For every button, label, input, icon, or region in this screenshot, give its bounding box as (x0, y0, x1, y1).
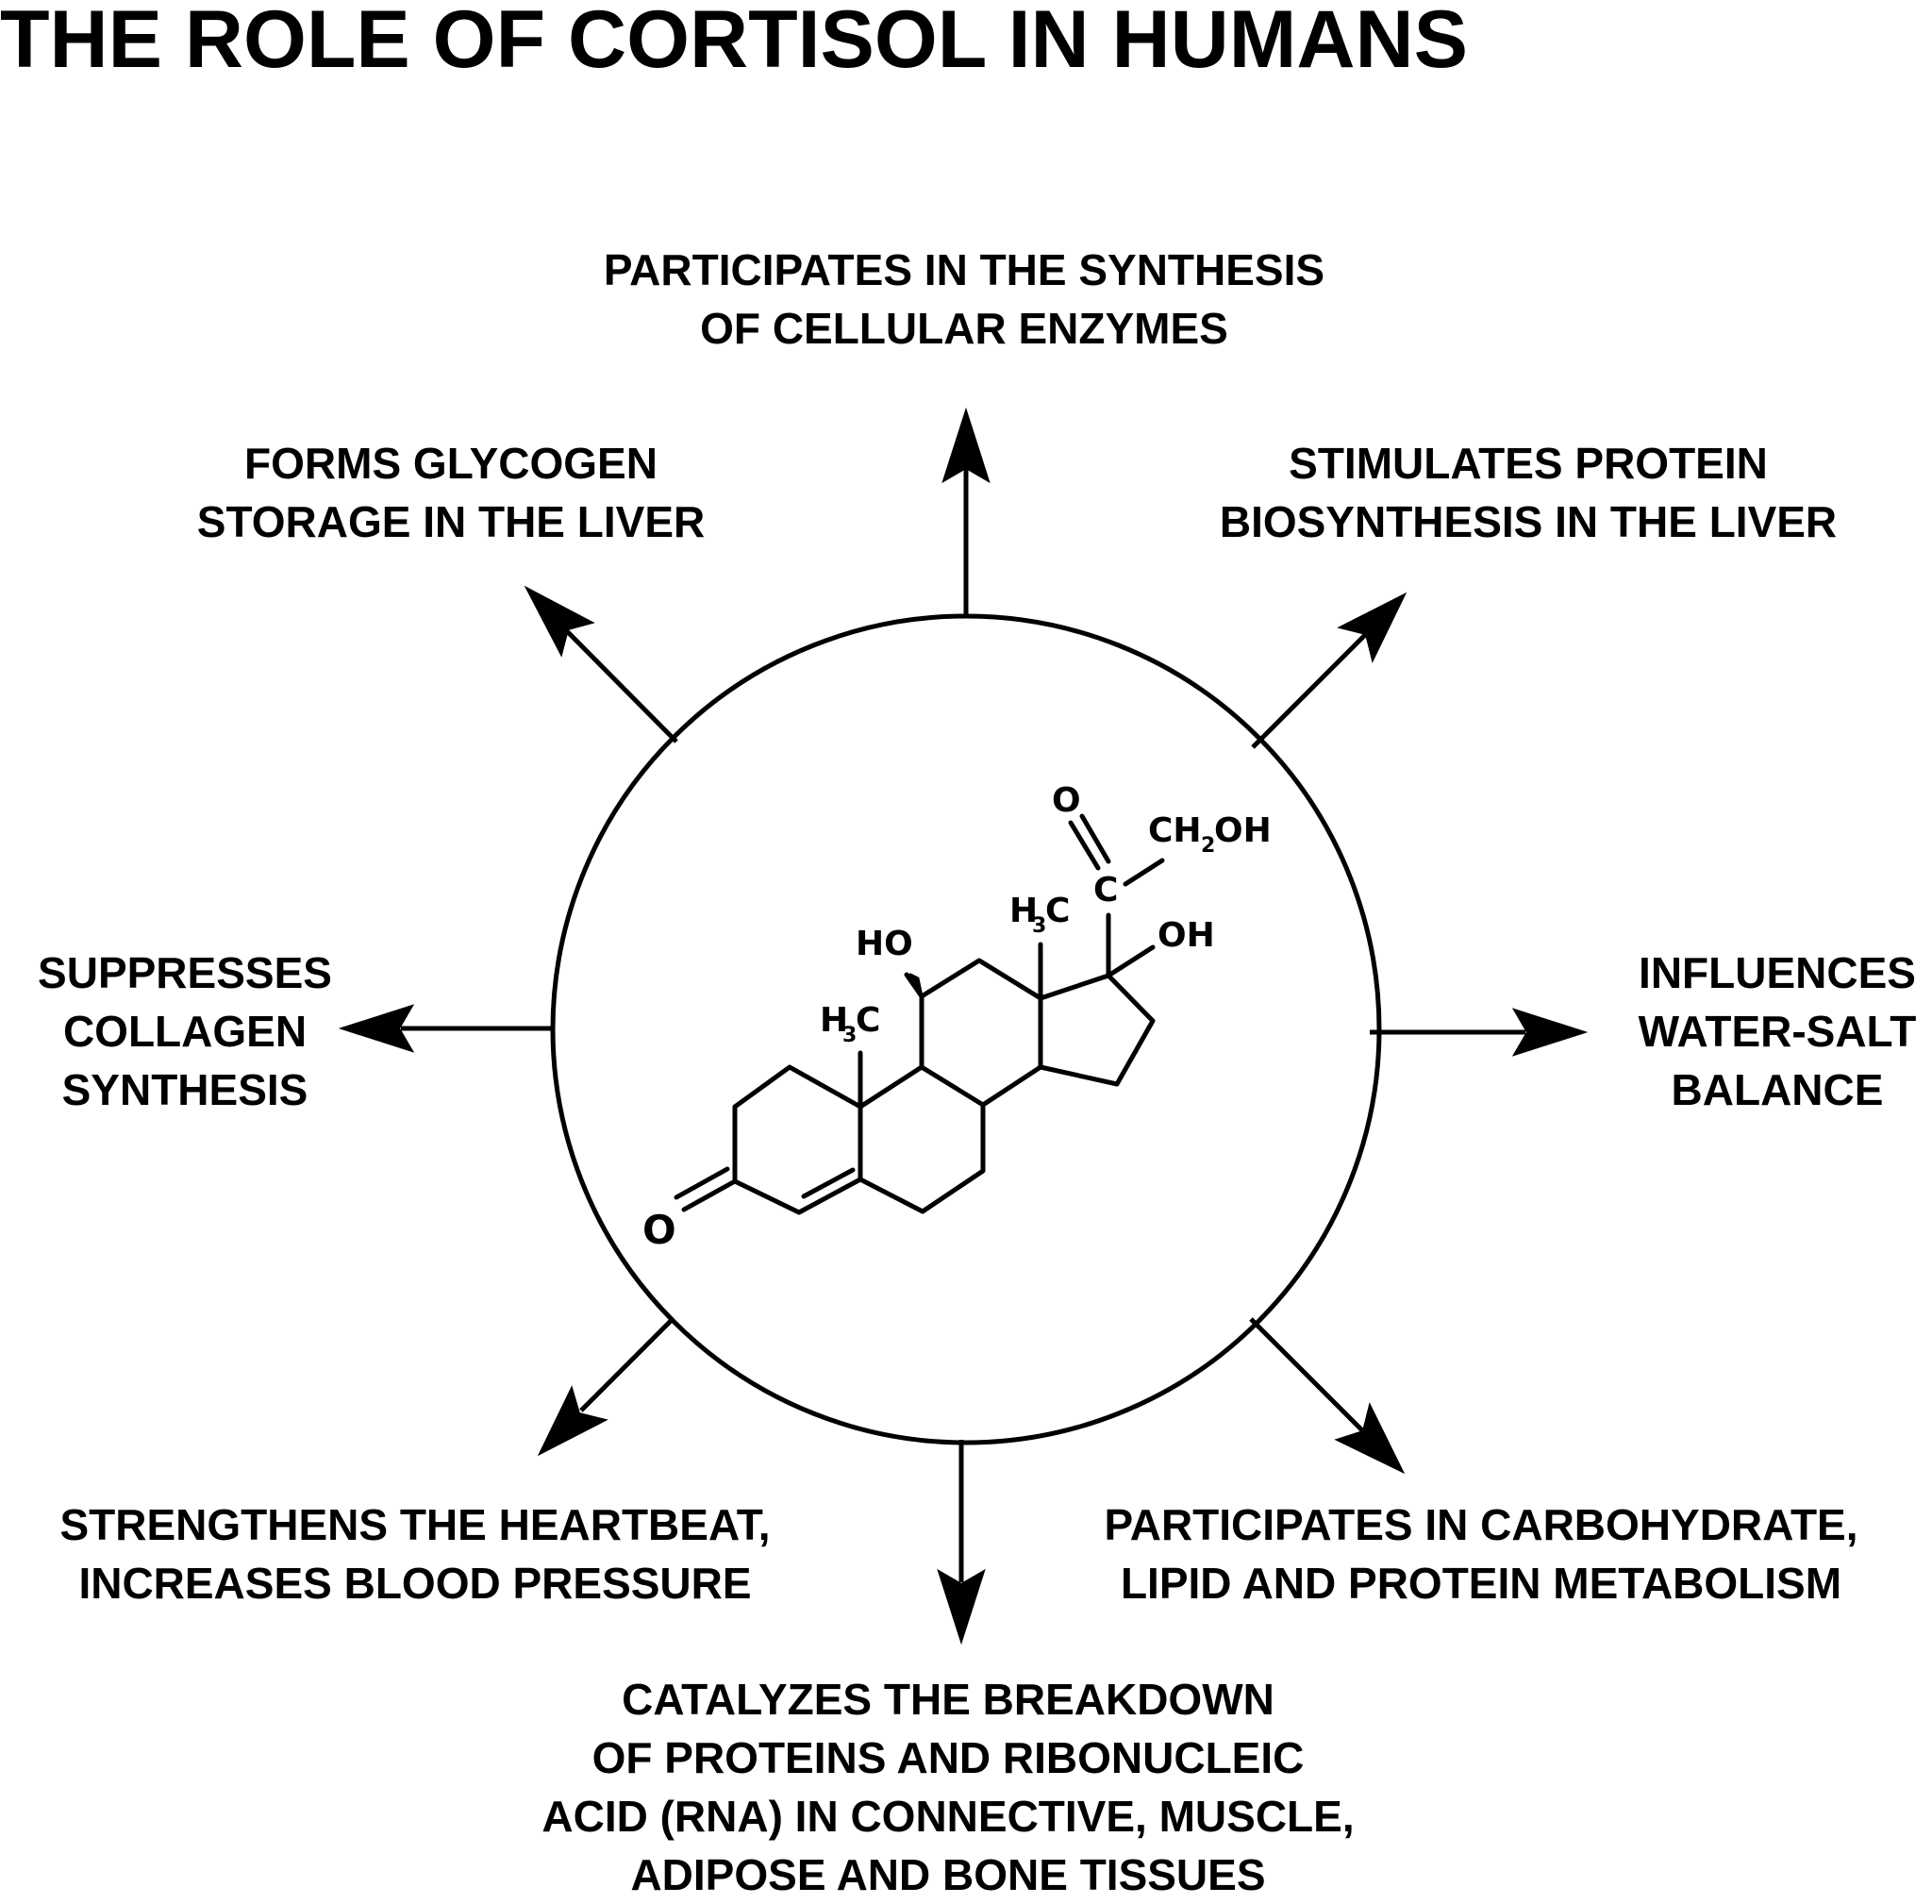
page-title: THE ROLE OF CORTISOL IN HUMANS (0, 0, 1468, 85)
arrow-up-left (524, 585, 678, 743)
effect-protein-rna-breakdown: CATALYZES THE BREAKDOWN OF PROTEINS AND … (541, 1675, 1355, 1899)
methyl-19-h: H (820, 1001, 848, 1040)
arrow-right (1370, 1008, 1589, 1057)
effect-protein-biosynthesis: STIMULATES PROTEIN BIOSYNTHESIS IN THE L… (1219, 439, 1838, 546)
ketone-oxygen-label: O (642, 1207, 676, 1253)
arrow-up (941, 407, 991, 618)
hydroxyl-11-label: HO (856, 925, 913, 963)
arrow-down (937, 1440, 986, 1645)
methyl-18-sub: 3 (1032, 914, 1046, 938)
effect-glycogen-storage: FORMS GLYCOGEN STORAGE IN THE LIVER (196, 439, 706, 546)
arrow-down-left (537, 1318, 674, 1457)
ch2oh-ch: CH (1148, 811, 1202, 850)
molecule-labels: O HO H 3 C H 3 C O C CH 2 OH OH (642, 781, 1272, 1253)
methyl-18-c: C (1045, 892, 1070, 930)
arrows (338, 407, 1589, 1645)
ch2oh-sub: 2 (1201, 834, 1215, 858)
hydroxyl-17-label: OH (1158, 916, 1215, 955)
methyl-19-sub: 3 (842, 1024, 857, 1047)
cortisol-molecule (674, 813, 1165, 1215)
arrow-left (338, 1004, 553, 1053)
methyl-19-c: C (856, 1001, 880, 1040)
ch2oh-oh: OH (1214, 811, 1272, 850)
carbonyl-oxygen-label: O (1052, 781, 1081, 820)
methyl-18-h: H (1009, 892, 1038, 930)
effect-collagen-suppression: SUPPRESSES COLLAGEN SYNTHESIS (38, 948, 332, 1114)
arrow-down-right (1249, 1317, 1406, 1475)
effect-enzyme-synthesis: PARTICIPATES IN THE SYNTHESIS OF CELLULA… (603, 245, 1325, 353)
effect-metabolism: PARTICIPATES IN CARBOHYDRATE, LIPID AND … (1104, 1500, 1858, 1608)
effect-water-salt-balance: INFLUENCES WATER-SALT BALANCE (1638, 948, 1917, 1114)
carbonyl-carbon-label: C (1093, 871, 1118, 910)
effect-heartbeat-blood-pressure: STRENGTHENS THE HEARTBEAT, INCREASES BLO… (59, 1500, 771, 1608)
arrow-up-right (1251, 592, 1407, 749)
